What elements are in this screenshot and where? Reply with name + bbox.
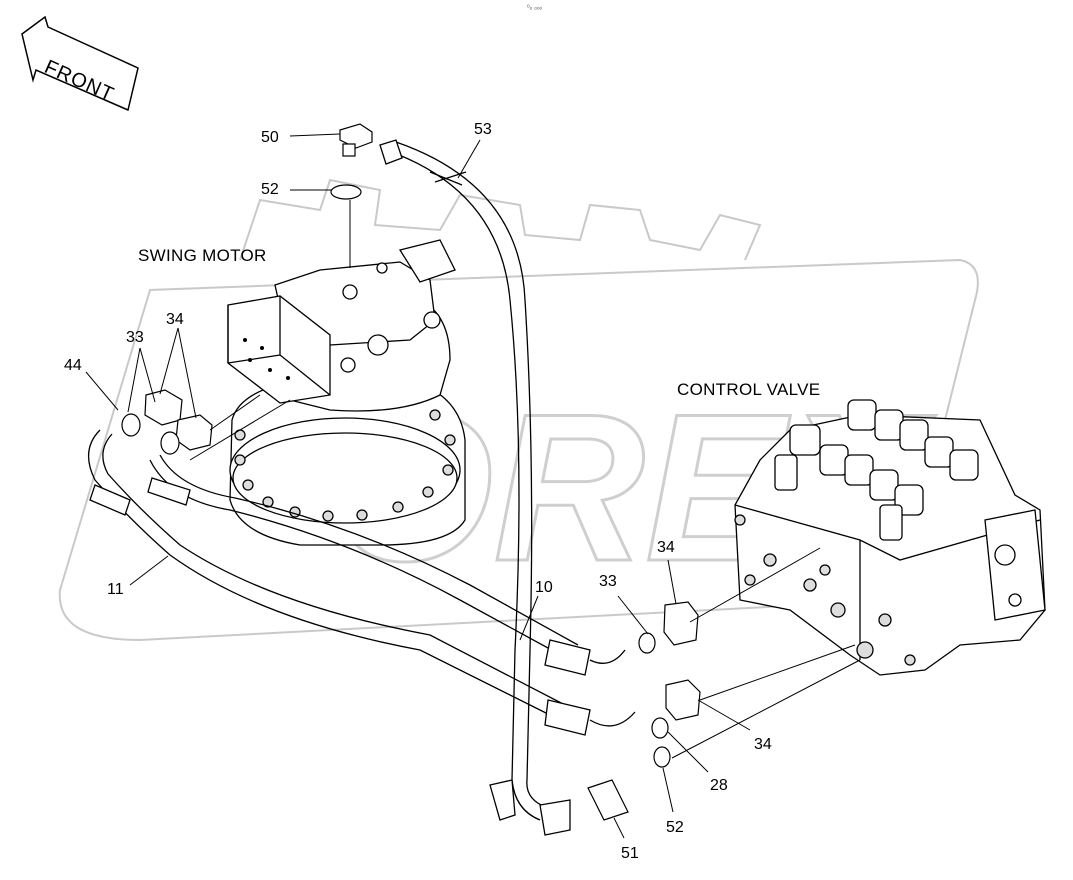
control-valve-label: CONTROL VALVE [677, 380, 821, 399]
callout-34-left: 34 [166, 311, 184, 328]
control-valve-drawing [734, 399, 1046, 676]
callout-33-left: 33 [126, 329, 144, 346]
hose-10-11 [88, 429, 636, 736]
hose-53 [379, 139, 571, 836]
callout-28: 28 [710, 777, 728, 794]
callout-53: 53 [474, 121, 492, 138]
callout-11: 11 [107, 581, 124, 598]
callout-51: 51 [621, 845, 639, 862]
swing-motor-label: SWING MOTOR [138, 246, 267, 265]
swing-motor-drawing [227, 239, 466, 546]
callout-44: 44 [64, 357, 82, 374]
corner-mark: ᵒₒ ₒₒₒ [527, 4, 543, 11]
callout-34-lower: 34 [754, 736, 772, 753]
front-arrow-icon [21, 15, 139, 112]
fittings [121, 123, 701, 821]
callout-52-bottom: 52 [666, 819, 684, 836]
callout-52-top: 52 [261, 181, 279, 198]
callout-34-upper: 34 [657, 539, 675, 556]
callout-33-right: 33 [599, 573, 617, 590]
callout-50: 50 [261, 129, 279, 146]
callout-10: 10 [535, 579, 553, 596]
leader-lines [85, 133, 861, 839]
